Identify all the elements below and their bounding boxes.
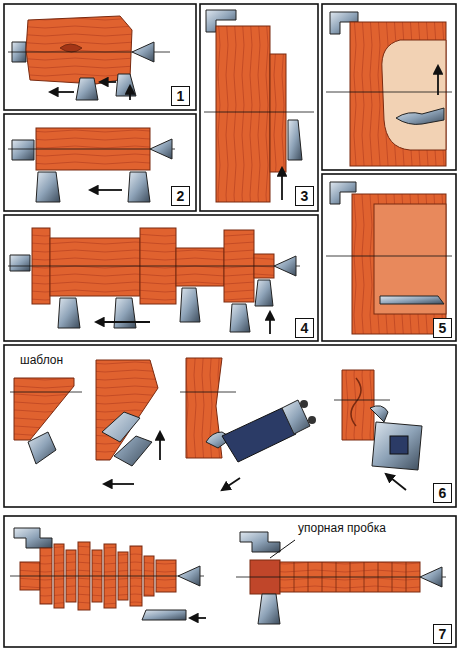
callout-number: 7 — [439, 627, 447, 641]
panel-3-drawing — [204, 10, 314, 202]
callout-number: 6 — [439, 486, 447, 500]
callout-box: 5 — [433, 318, 452, 338]
part-label: шаблон — [18, 354, 65, 367]
callout-number: 3 — [301, 189, 309, 203]
callout-number: 5 — [439, 321, 447, 335]
callout-box: 3 — [295, 186, 314, 206]
callout-box: 6 — [433, 483, 452, 503]
callout-number: 1 — [177, 89, 185, 103]
part-label: упорная пробка — [296, 522, 388, 535]
panel-6-drawing — [10, 358, 422, 490]
callout-box: 4 — [295, 318, 314, 338]
panel-frame — [4, 4, 456, 647]
callout-box: 1 — [171, 86, 190, 106]
panel-7-drawing — [10, 528, 446, 624]
callout-box: 7 — [433, 624, 452, 644]
panel-2-drawing — [8, 128, 175, 202]
callout-box: 2 — [171, 186, 190, 206]
callout-number: 2 — [177, 189, 185, 203]
callout-number: 4 — [301, 321, 309, 335]
panel-4-drawing — [8, 228, 300, 334]
panel-1-drawing — [8, 16, 170, 100]
panel-5-drawing — [326, 182, 452, 334]
hollowing-drawing — [326, 12, 452, 166]
